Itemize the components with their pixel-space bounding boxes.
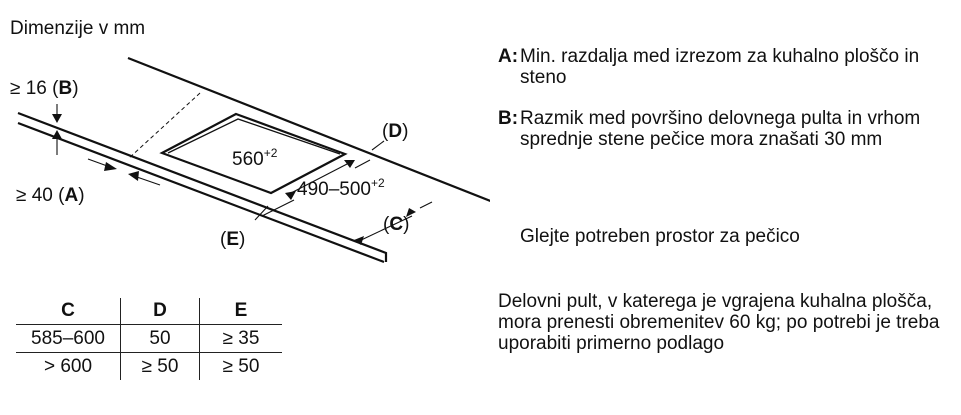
hob-cutout bbox=[159, 112, 348, 195]
depth-dimension bbox=[290, 162, 350, 194]
table-header: D bbox=[120, 298, 200, 325]
table-header: C bbox=[61, 300, 75, 321]
a-arrow-right bbox=[104, 162, 117, 171]
dashed-projection-line bbox=[127, 92, 201, 160]
legend-item-b: B: Razmik med površino delovnega pulta i… bbox=[498, 108, 948, 150]
table-header-row: C D E bbox=[16, 298, 282, 325]
dimensions-table: C D E 585–600 50 ≥ 35 > 600 ≥ 50 ≥ 50 bbox=[16, 298, 282, 380]
label-d: (D) bbox=[382, 121, 408, 142]
depth-extension-1 bbox=[261, 199, 295, 217]
table-cell: 50 bbox=[120, 324, 200, 353]
label-width: 560+2 bbox=[232, 146, 278, 170]
table-cell: 585–600 bbox=[16, 324, 121, 353]
table-cell: ≥ 50 bbox=[199, 352, 282, 380]
legend-text: Razmik med površino delovnega pulta in v… bbox=[520, 108, 921, 150]
a-arrow-left bbox=[128, 171, 139, 181]
depth-extension-2 bbox=[354, 159, 371, 169]
depth-arrow-2 bbox=[344, 160, 355, 168]
oven-space-note: Glejte potreben prostor za pečico bbox=[520, 226, 800, 247]
label-depth: 490–500+2 bbox=[297, 176, 385, 200]
load-note: Delovni pult, v katerega je vgrajena kuh… bbox=[498, 291, 940, 354]
table-cell: ≥ 50 bbox=[120, 352, 200, 380]
table-cell: ≥ 35 bbox=[199, 324, 282, 353]
hob-cutout-inner bbox=[167, 118, 341, 155]
c-dimension bbox=[356, 215, 413, 243]
c-dimension-ext bbox=[419, 201, 433, 209]
table-row: > 600 ≥ 50 ≥ 50 bbox=[16, 352, 282, 380]
b-arrow-up bbox=[52, 130, 62, 139]
worktop-back-edge bbox=[127, 56, 490, 203]
b-arrow-down bbox=[52, 114, 62, 123]
c-arrow-1 bbox=[354, 236, 364, 245]
table-cell: > 600 bbox=[16, 352, 121, 380]
diagram-title: Dimenzije v mm bbox=[10, 18, 146, 39]
legend-text: Min. razdalja med izrezom za kuhalno plo… bbox=[520, 46, 920, 88]
worktop-front-edge bbox=[17, 111, 388, 262]
table-row: 585–600 50 ≥ 35 bbox=[16, 324, 282, 353]
label-a: ≥ 40 (A) bbox=[16, 185, 85, 206]
legend-key: B: bbox=[498, 108, 519, 129]
hob-cutout-diagram: ≥ 16 (B) ≥ 40 (A) (D) (C) (E) 560+2 490–… bbox=[10, 56, 490, 264]
label-e: (E) bbox=[220, 229, 245, 250]
e-leader bbox=[254, 205, 269, 221]
label-b: ≥ 16 (B) bbox=[10, 78, 79, 99]
legend: A: Min. razdalja med izrezom za kuhalno … bbox=[498, 46, 948, 170]
d-leader bbox=[371, 140, 385, 151]
table-header: E bbox=[199, 298, 282, 325]
depth-arrow-1 bbox=[285, 191, 296, 200]
label-c: (C) bbox=[383, 214, 409, 235]
worktop-front-bottom-edge bbox=[17, 121, 385, 264]
legend-key: A: bbox=[498, 46, 519, 67]
legend-item-a: A: Min. razdalja med izrezom za kuhalno … bbox=[498, 46, 948, 88]
c-arrow-2 bbox=[406, 208, 416, 217]
